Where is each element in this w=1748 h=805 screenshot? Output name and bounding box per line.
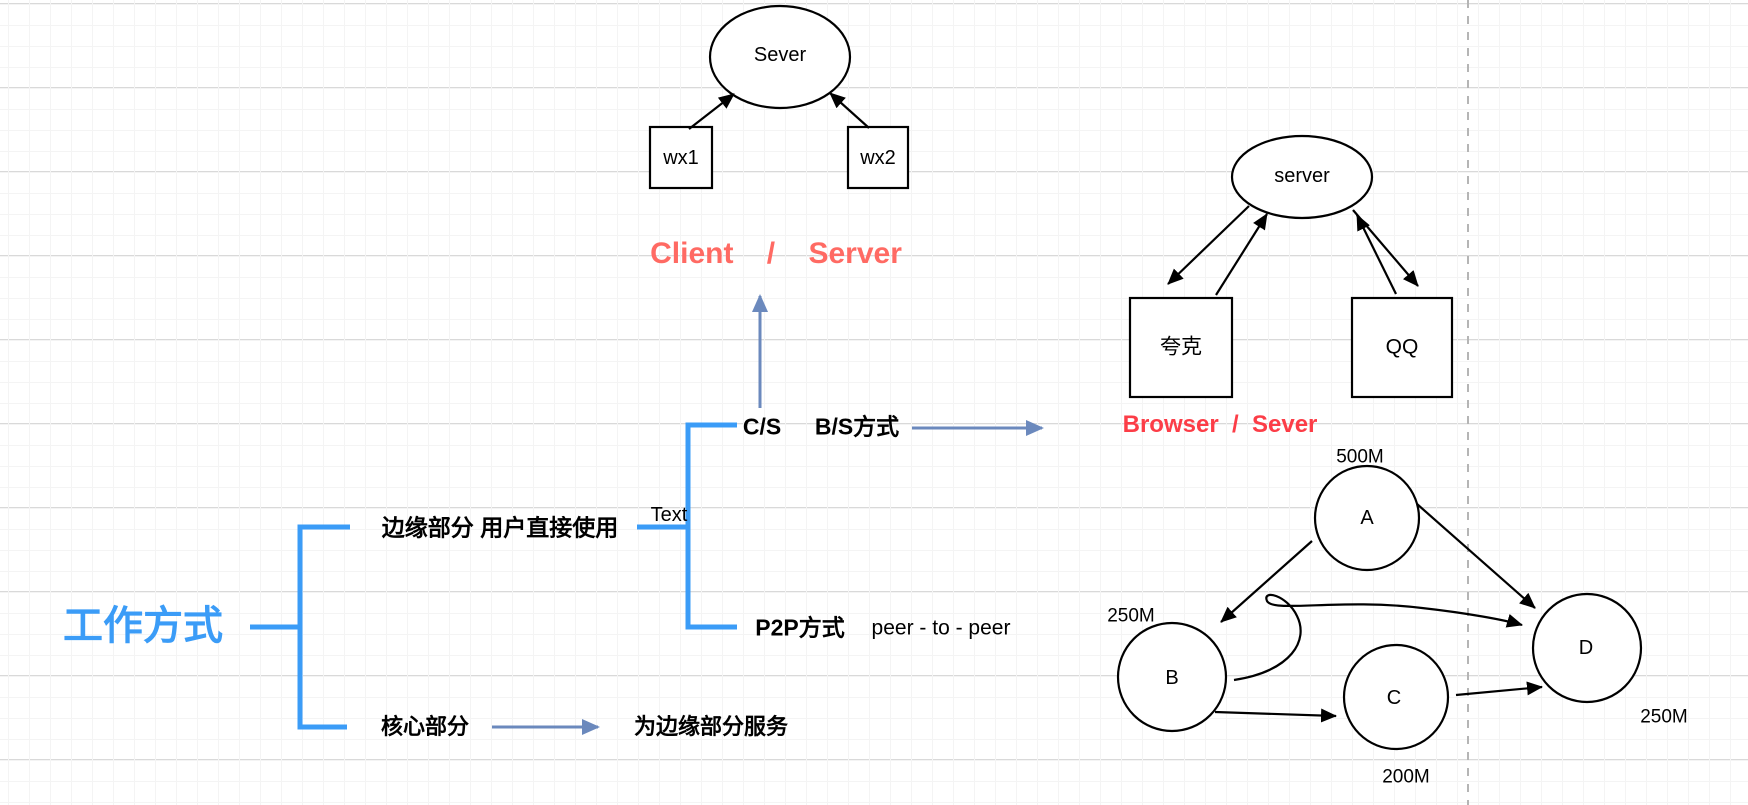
- edge-a-to-d[interactable]: [1416, 503, 1536, 609]
- p2p-sub-label[interactable]: peer - to - peer: [871, 616, 1011, 640]
- p2p-node-c-label[interactable]: C: [1386, 687, 1402, 709]
- edge-b-to-c[interactable]: [1214, 708, 1337, 723]
- cs-client1-box[interactable]: [648, 125, 714, 190]
- core-label[interactable]: 核心部分: [380, 714, 470, 739]
- edge-a-to-b[interactable]: [1220, 540, 1313, 623]
- root-bracket[interactable]: [297, 524, 350, 730]
- cs-branch-label[interactable]: C/S: [742, 413, 782, 440]
- arrow-kuake-to-server[interactable]: [1215, 213, 1268, 296]
- p2p-node-d-label[interactable]: D: [1578, 637, 1594, 659]
- bs-server-label[interactable]: server: [1274, 165, 1330, 187]
- p2p-node-b-label[interactable]: B: [1165, 667, 1179, 689]
- arrow-wx2-to-server[interactable]: [829, 92, 870, 129]
- edge-part-label[interactable]: 边缘部分 用户直接使用: [381, 514, 619, 541]
- bs-branch-label[interactable]: B/S方式: [814, 413, 900, 440]
- p2p-branch-label[interactable]: P2P方式: [755, 614, 845, 641]
- bs-client1-box[interactable]: [1128, 296, 1234, 399]
- p2p-node-a-label[interactable]: A: [1360, 507, 1374, 529]
- cs-client2-box[interactable]: [846, 125, 910, 190]
- text-placeholder-label[interactable]: Text: [650, 504, 688, 526]
- edge-b-to-d-curved[interactable]: [1233, 593, 1523, 682]
- arrow-wx1-to-server[interactable]: [688, 93, 735, 130]
- cs-client2-label[interactable]: wx2: [860, 147, 896, 169]
- p2p-node-b[interactable]: [1116, 621, 1228, 733]
- bs-server-ellipse[interactable]: [1230, 134, 1374, 220]
- edge-part-bracket[interactable]: [685, 422, 737, 630]
- core-desc-label[interactable]: 为边缘部分服务: [633, 714, 789, 739]
- p2p-node-a-capacity[interactable]: 500M: [1336, 446, 1384, 468]
- p2p-node-d-capacity[interactable]: 250M: [1640, 706, 1688, 728]
- bs-client1-label[interactable]: 夸克: [1160, 335, 1202, 359]
- browser-sever-caption[interactable]: Browser / Sever: [1122, 411, 1318, 438]
- cs-client1-label[interactable]: wx1: [663, 147, 699, 169]
- edge-c-to-d[interactable]: [1455, 681, 1543, 697]
- cs-server-ellipse[interactable]: [708, 4, 852, 110]
- p2p-node-c[interactable]: [1342, 643, 1450, 751]
- bs-client2-label[interactable]: QQ: [1385, 335, 1419, 359]
- p2p-node-b-capacity[interactable]: 250M: [1107, 605, 1155, 627]
- root-label[interactable]: 工作方式: [63, 604, 223, 648]
- bs-client2-box[interactable]: [1350, 296, 1454, 399]
- client-server-caption[interactable]: Client / Server: [650, 237, 902, 270]
- p2p-node-a[interactable]: [1313, 464, 1421, 572]
- p2p-node-d[interactable]: [1531, 592, 1643, 704]
- p2p-node-c-capacity[interactable]: 200M: [1382, 766, 1430, 788]
- arrow-server-to-kuake[interactable]: [1167, 205, 1250, 285]
- cs-server-label[interactable]: Sever: [753, 44, 807, 66]
- arrow-qq-to-server[interactable]: [1356, 214, 1397, 295]
